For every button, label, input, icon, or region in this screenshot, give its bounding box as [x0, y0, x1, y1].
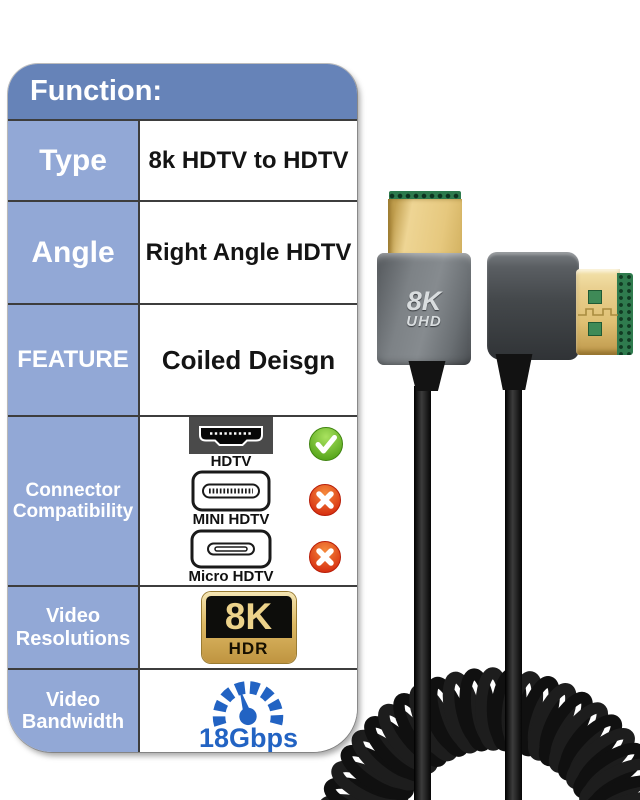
- table-row: Video Bandwidth 18Gbps: [8, 668, 357, 752]
- table-title: Function:: [30, 75, 163, 107]
- spec-table: Function: Type 8k HDTV to HDTV Angle Rig…: [8, 64, 357, 752]
- row-value-angle: Right Angle HDTV: [140, 202, 357, 303]
- pcb-edge-top: [389, 191, 461, 202]
- badge-8k-text: 8K: [205, 596, 292, 638]
- compat-item-hdtv: HDTV: [140, 416, 357, 471]
- speedometer-icon: [213, 680, 284, 727]
- hdmi-plug-straight: [388, 199, 462, 256]
- micro-hdmi-port-icon: [190, 529, 272, 569]
- row-label-angle: Angle: [8, 202, 140, 303]
- row-label-feature: FEATURE: [8, 305, 140, 415]
- strain-relief: [495, 354, 533, 390]
- table-row: Video Resolutions 8K HDR: [8, 585, 357, 668]
- mini-hdmi-port-icon: [191, 470, 271, 512]
- row-label-compatibility: Connector Compatibility: [8, 417, 140, 585]
- compat-caption: Micro HDTV: [188, 567, 274, 585]
- plug-contact-window: [588, 290, 602, 304]
- cable-right-angle: [505, 388, 522, 800]
- table-header: Function:: [8, 64, 357, 119]
- row-value-type: 8k HDTV to HDTV: [140, 121, 357, 200]
- compatibility-cell: HDTV: [140, 416, 357, 586]
- plug-etch-line: [578, 308, 618, 316]
- row-label-video-bandwidth: Video Bandwidth: [8, 670, 140, 752]
- hdmi-plug-right-angle: [576, 269, 620, 355]
- table-row: Angle Right Angle HDTV: [8, 200, 357, 303]
- row-label-type: Type: [8, 121, 140, 200]
- cross-icon: [309, 541, 341, 573]
- coiled-cable: [320, 667, 640, 800]
- bandwidth-value: 18Gbps: [198, 722, 299, 752]
- compat-item-micro-hdtv: Micro HDTV: [140, 529, 357, 586]
- table-row: FEATURE Coiled Deisgn: [8, 303, 357, 415]
- 8k-hdr-badge: 8K HDR: [201, 592, 296, 663]
- connector-marking: 8K UHD: [406, 286, 442, 330]
- compat-caption: HDTV: [210, 452, 252, 470]
- compat-item-mini-hdtv: MINI HDTV: [140, 470, 357, 529]
- table-row: Type 8k HDTV to HDTV: [8, 119, 357, 200]
- badge-hdr-text: HDR: [228, 638, 269, 658]
- cable-straight: [414, 386, 431, 800]
- pcb-edge-right: [617, 273, 633, 355]
- check-icon: [309, 426, 343, 461]
- row-label-video-resolutions: Video Resolutions: [8, 587, 140, 668]
- strain-relief: [408, 361, 446, 391]
- hdmi-standard-port-icon: [189, 416, 273, 454]
- connector-body-right-angle: [487, 252, 579, 360]
- cross-icon: [309, 483, 341, 516]
- plug-contact-window: [588, 322, 602, 336]
- compat-caption: MINI HDTV: [192, 511, 270, 529]
- row-value-feature: Coiled Deisgn: [140, 305, 357, 415]
- table-row: Connector Compatibility HDTV: [8, 415, 357, 585]
- connector-body-straight: 8K UHD: [377, 253, 471, 365]
